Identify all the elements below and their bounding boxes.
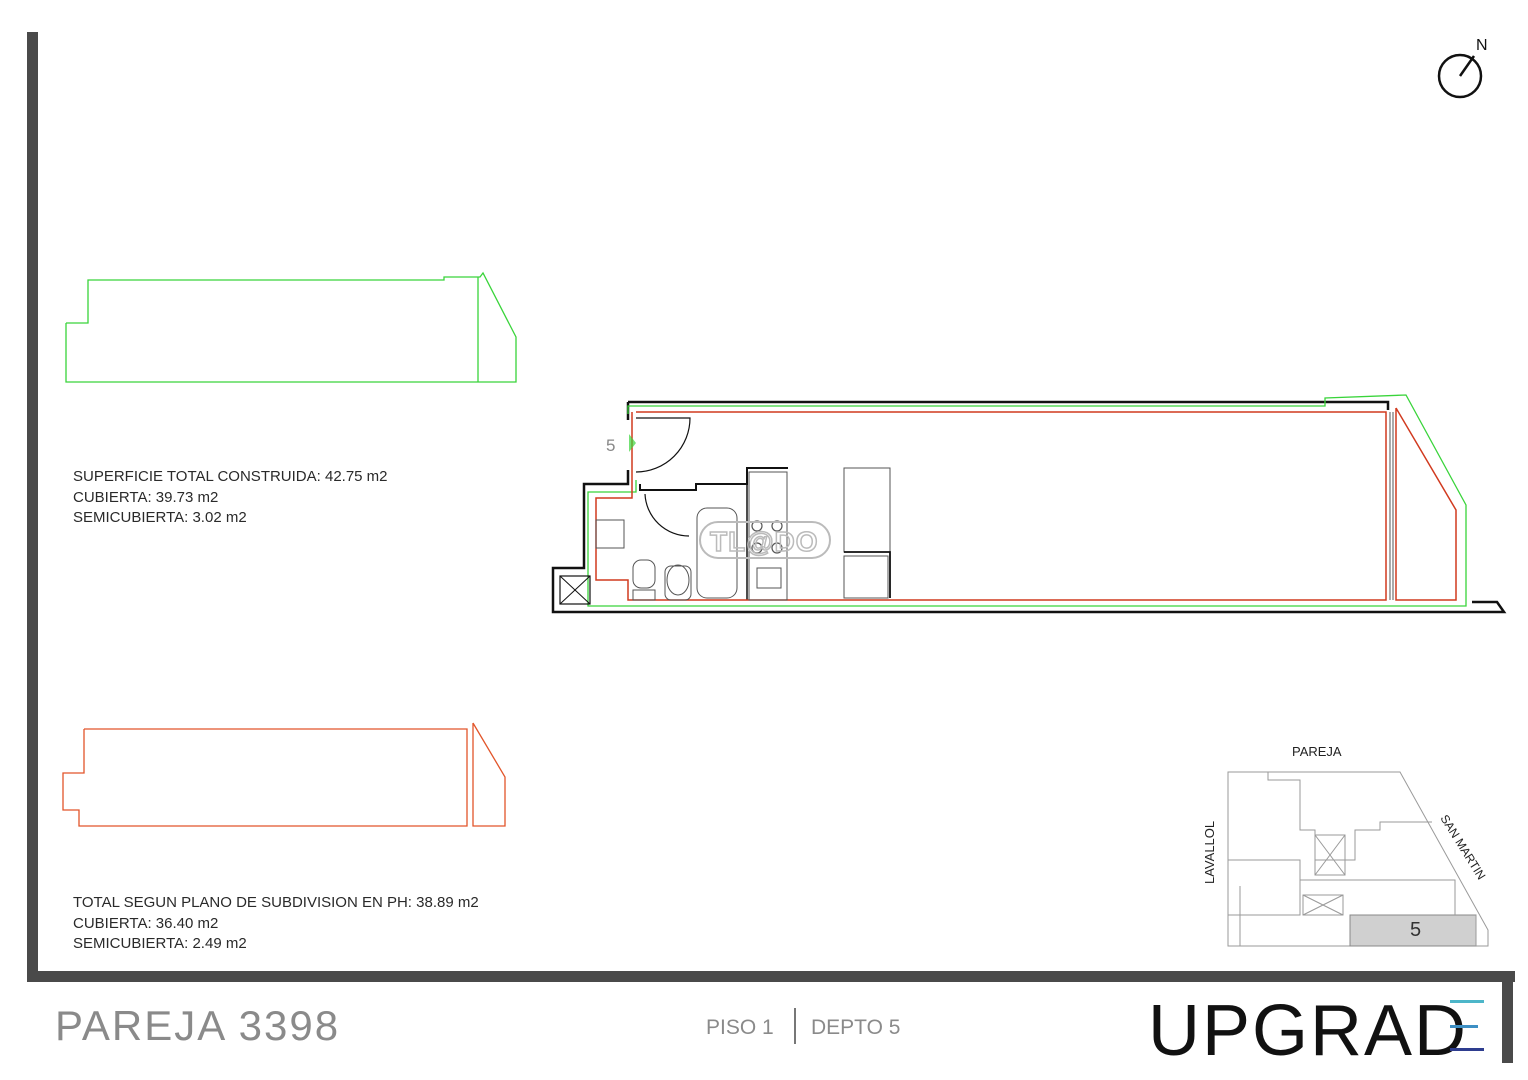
frame-left-bar [27, 32, 38, 982]
compass-north-label: N [1476, 37, 1488, 54]
watermark-frame [699, 521, 831, 559]
map-shaft-1 [1314, 834, 1346, 876]
wall-outline [551, 470, 1507, 614]
fridge-column [843, 467, 891, 553]
property-address: PAREJA 3398 [55, 1002, 341, 1049]
compass-needle [1458, 55, 1476, 77]
block-outline [1227, 771, 1489, 947]
subdivision-boundary [595, 411, 1387, 601]
location-map: PAREJA LAVALLOL SAN MARTIN 5 [1202, 744, 1489, 947]
brand-e-bar-mid [1450, 1025, 1478, 1028]
constructed-area-outline [65, 271, 517, 383]
north-compass: N [1437, 37, 1488, 99]
duct-shaft [559, 575, 591, 605]
constructed-semicovered: SEMICUBIERTA: 3.02 m2 [73, 509, 247, 526]
frame-right-bar [1502, 971, 1513, 1063]
bidet [666, 564, 690, 596]
constructed-covered: CUBIERTA: 39.73 m2 [73, 488, 219, 506]
subdivision-covered: CUBIERTA: 36.40 m2 [73, 914, 219, 932]
map-shaft-2 [1302, 894, 1344, 916]
street-lavallol: LAVALLOL [1202, 821, 1217, 884]
kitchen-counter [748, 471, 788, 601]
street-pareja: PAREJA [1292, 744, 1342, 759]
constructed-boundary [587, 394, 1467, 607]
unit-marker-arrow [629, 434, 636, 452]
fridge [843, 555, 889, 599]
bath-door-swing [644, 493, 690, 537]
subdivision-area-outline [62, 722, 506, 827]
compass-circle [1437, 53, 1483, 99]
brand-logo: UPGRAD [1148, 991, 1469, 1071]
floor-plan: TL@DO 5 [551, 394, 1507, 614]
entry-door-swing [635, 417, 691, 473]
street-san-martin: SAN MARTIN [1437, 812, 1488, 882]
toilet-tank [632, 559, 656, 589]
constructed-total: SUPERFICIE TOTAL CONSTRUIDA: 42.75 m2 [73, 468, 388, 485]
unit-marker: 5 [606, 436, 615, 455]
frame-bottom-bar [27, 971, 1515, 982]
washbasin [595, 519, 625, 549]
map-unit-label: 5 [1410, 919, 1421, 941]
floor-number: PISO 1 [706, 1016, 774, 1039]
subdivision-semicovered: SEMICUBIERTA: 2.49 m2 [73, 935, 247, 952]
wall-top [628, 400, 1390, 410]
watermark-text: TL@DO [710, 526, 819, 557]
subdivision-area-summary: TOTAL SEGUN PLANO DE SUBDIVISION EN PH: … [73, 893, 479, 955]
bathtub [696, 507, 738, 599]
brand-logo-e-icon [1450, 1000, 1484, 1054]
brand-e-bar-top [1450, 1000, 1484, 1003]
subdivision-total: TOTAL SEGUN PLANO DE SUBDIVISION EN PH: … [73, 894, 479, 911]
brand-e-bar-bottom [1450, 1048, 1484, 1051]
constructed-area-summary: SUPERFICIE TOTAL CONSTRUIDA: 42.75 m2 CU… [73, 467, 388, 529]
kitchen-sink [756, 567, 782, 589]
footer-separator [794, 1008, 796, 1044]
unit-number: DEPTO 5 [811, 1016, 901, 1039]
